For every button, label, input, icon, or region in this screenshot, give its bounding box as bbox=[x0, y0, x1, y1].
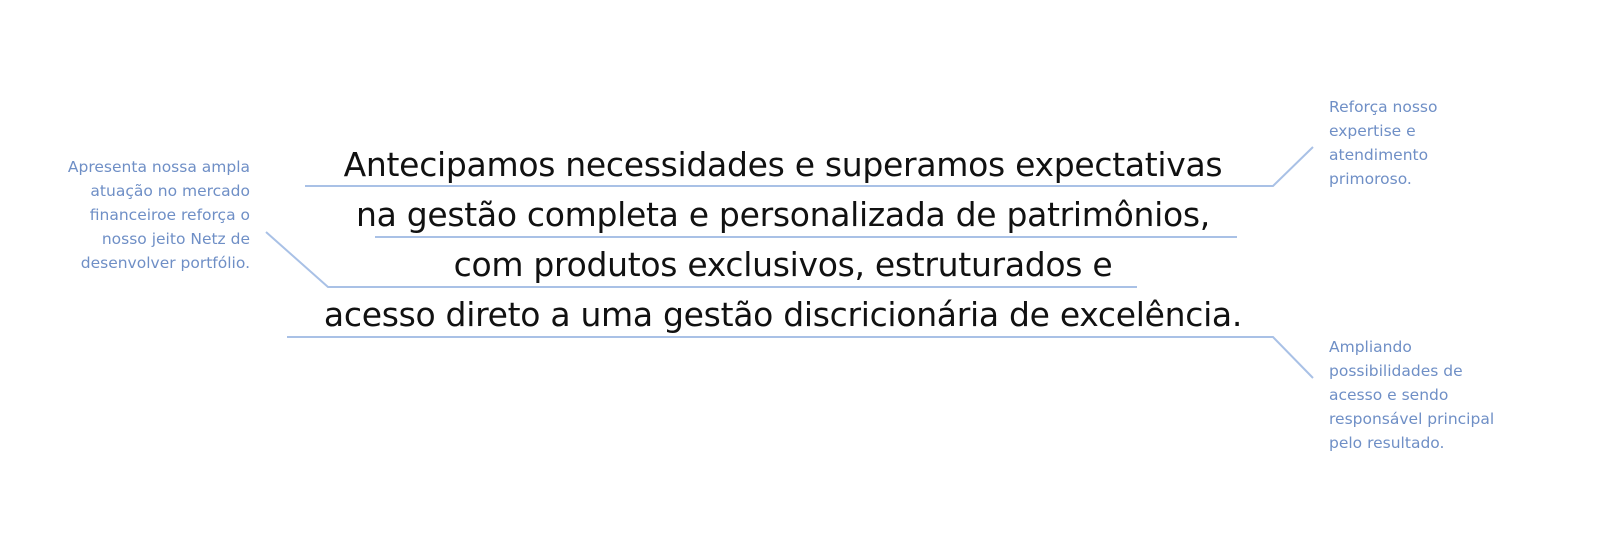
underline-line-1 bbox=[305, 146, 1314, 187]
statement-line: com produtos exclusivos, estruturados e bbox=[453, 245, 1113, 284]
annotation-line: atendimento bbox=[1329, 146, 1429, 164]
annotation-line: pelo resultado. bbox=[1329, 434, 1445, 452]
annotation-line: Ampliando bbox=[1329, 338, 1412, 356]
annotation-line: expertise e bbox=[1329, 122, 1416, 140]
statement-line: acesso direto a uma gestão discricionári… bbox=[323, 295, 1243, 334]
annotation-right-top: Reforça nosso expertise e atendimento pr… bbox=[1329, 95, 1437, 191]
annotation-line: Apresenta nossa ampla bbox=[67, 158, 250, 176]
statement-line: na gestão completa e personalizada de pa… bbox=[355, 195, 1210, 234]
annotation-right-bottom: Ampliando possibilidades de acesso e sen… bbox=[1329, 335, 1494, 455]
annotation-line: desenvolver portfólio. bbox=[80, 254, 250, 272]
statement-line: Antecipamos necessidades e superamos exp… bbox=[343, 145, 1223, 184]
underline-line-3 bbox=[265, 231, 1137, 288]
annotation-line: nosso jeito Netz de bbox=[101, 230, 250, 248]
main-statement: Antecipamos necessidades e superamos exp… bbox=[0, 140, 1566, 340]
underline-line-4 bbox=[287, 336, 1314, 379]
annotation-line: financeiroe reforça o bbox=[89, 206, 250, 224]
annotation-line: primoroso. bbox=[1329, 170, 1412, 188]
annotation-line: possibilidades de bbox=[1329, 362, 1463, 380]
annotation-line: acesso e sendo bbox=[1329, 386, 1449, 404]
annotation-line: atuação no mercado bbox=[90, 182, 250, 200]
annotation-left: Apresenta nossa ampla atuação no mercado… bbox=[68, 155, 250, 275]
annotation-line: responsável principal bbox=[1329, 410, 1495, 428]
annotation-line: Reforça nosso bbox=[1329, 98, 1438, 116]
